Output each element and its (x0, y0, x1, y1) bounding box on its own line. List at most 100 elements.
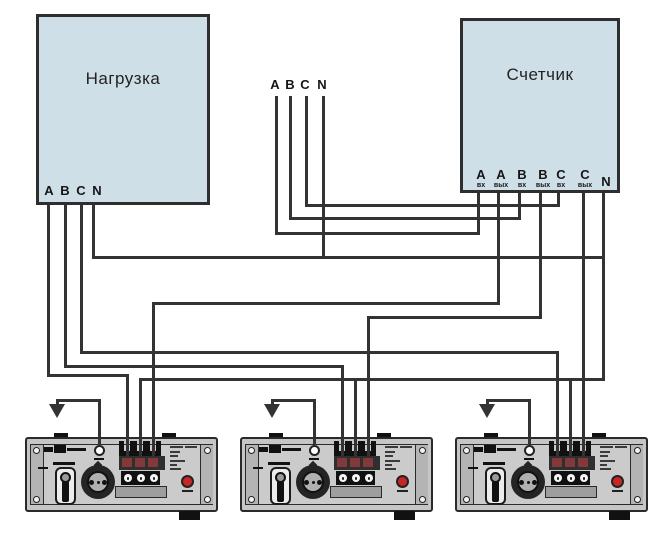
wire-segment (270, 398, 316, 402)
terminal-letter: A (496, 167, 506, 182)
terminal-sub: вх (517, 182, 527, 189)
wire-segment (151, 301, 500, 305)
terminal-clamp (562, 441, 567, 454)
direction-arrow-icon (264, 404, 280, 418)
terminal-screw-dot (341, 477, 344, 480)
spec-text-lines (170, 464, 177, 466)
wire-segment (485, 398, 489, 408)
wire-segment (581, 191, 585, 456)
terminal-fuse (135, 458, 145, 467)
left-rail (31, 445, 44, 504)
socket-hole-icon (102, 479, 107, 485)
top-tab (377, 433, 391, 438)
socket-hole-icon (89, 479, 94, 485)
power-indicator-mark (612, 490, 623, 492)
spec-text-lines (600, 455, 608, 457)
terminal-letter: C (580, 167, 590, 182)
terminal-clamp (371, 441, 376, 454)
load-terminal-label: A (44, 183, 54, 198)
wire-segment (476, 191, 480, 235)
screw-icon (418, 446, 426, 454)
terminal-screw-dot (126, 477, 129, 480)
wire-segment (538, 191, 542, 319)
wire-segment (555, 350, 559, 456)
screw-icon (462, 495, 470, 503)
socket-hole-icon (304, 479, 309, 485)
load-terminal-label: N (92, 183, 102, 198)
meter-box: Счетчик A вх A вых B вх B вых C вх C вых… (460, 18, 620, 193)
device-foot (394, 511, 415, 520)
device-foot (179, 511, 200, 520)
spec-text-lines (185, 446, 197, 448)
terminal-clamp (156, 441, 161, 454)
wire-segment (485, 398, 531, 402)
wire-segment (125, 373, 129, 456)
terminal-fuse (578, 458, 588, 467)
terminal-clamp (145, 441, 150, 454)
load-terminal-label: C (76, 183, 86, 198)
spec-text-lines (385, 455, 393, 457)
socket-pin-icon (526, 481, 530, 484)
terminal-fuse (148, 458, 158, 467)
stabilizer-device (240, 433, 433, 529)
wire-segment (55, 398, 59, 408)
terminal-screw-dot (556, 477, 559, 480)
terminal-clamp (347, 441, 352, 454)
wire-segment (79, 203, 83, 354)
load-box: Нагрузка A B C N (36, 14, 210, 205)
screw-icon (203, 446, 211, 454)
terminal-letter: C (556, 167, 566, 182)
power-switch-lever (492, 481, 499, 502)
power-switch-knob (60, 472, 71, 483)
top-tab (54, 433, 68, 438)
wire-segment (321, 95, 325, 259)
meter-terminal-label: B вых (536, 167, 550, 189)
terminal-fuse (363, 458, 373, 467)
brand-logo (282, 448, 301, 451)
power-switch-knob (490, 472, 501, 483)
terminal-block-base (115, 486, 167, 498)
brand-logo (497, 448, 516, 451)
terminal-sub: вх (556, 182, 566, 189)
ground-terminal (93, 444, 105, 456)
wire-segment (63, 364, 344, 368)
terminal-block-base (330, 486, 382, 498)
direction-arrow-icon (49, 404, 65, 418)
panel-marking (53, 462, 75, 465)
meter-terminal-label: B вх (517, 168, 527, 189)
meter-box-title: Счетчик (506, 65, 574, 84)
wire-segment (496, 191, 500, 305)
ground-terminal (308, 444, 320, 456)
terminal-clamp (586, 441, 591, 454)
terminal-letter: B (538, 167, 548, 182)
wire-segment (312, 398, 316, 445)
terminal-letter: A (476, 167, 486, 182)
terminal-clamp (132, 441, 137, 454)
socket-hole-icon (317, 479, 322, 485)
screw-icon (32, 495, 40, 503)
terminal-fuse (337, 458, 347, 467)
terminal-screw-dot (367, 477, 370, 480)
feeder-phase-label: A (270, 77, 280, 92)
wire-segment (270, 398, 274, 408)
terminal-sub: вх (476, 182, 486, 189)
wire-segment (274, 95, 278, 235)
spec-text-lines (600, 446, 613, 448)
terminal-screw-dot (139, 477, 142, 480)
spec-text-lines (600, 460, 615, 462)
ground-terminal-mark (309, 458, 319, 460)
spec-text-lines (385, 451, 395, 453)
wire-segment (601, 191, 605, 381)
device-foot (609, 511, 630, 520)
socket-pin-icon (96, 481, 100, 484)
screw-icon (633, 446, 641, 454)
power-switch-knob (275, 472, 286, 483)
power-indicator (180, 474, 194, 488)
right-rail (630, 445, 643, 504)
brand-logo (474, 447, 483, 452)
screw-icon (247, 495, 255, 503)
right-rail (415, 445, 428, 504)
panel-marking (468, 467, 478, 469)
spec-text-lines (385, 446, 398, 448)
